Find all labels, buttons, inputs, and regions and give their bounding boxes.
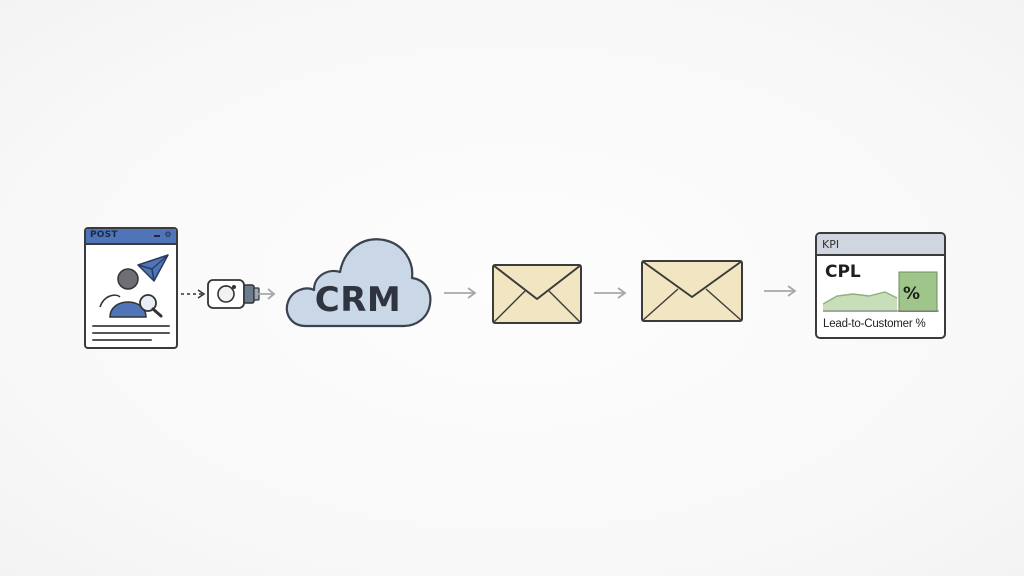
kpi-cpl-label: CPL xyxy=(825,262,861,282)
kpi-percent-label: % xyxy=(903,284,921,304)
post-settings-icon: ⚙ xyxy=(164,230,172,239)
kpi-footer-label: Lead-to-Customer % xyxy=(823,318,926,330)
flow-arrow xyxy=(256,288,276,300)
kpi-header-bar: KPI xyxy=(817,234,944,256)
post-header-bar: POST ⚙ xyxy=(86,229,176,245)
paper-plane-icon xyxy=(137,254,169,282)
magnifier-icon xyxy=(139,294,163,318)
social-post-card: POST ⚙ xyxy=(84,227,178,349)
post-menu-icon xyxy=(154,235,160,237)
post-title: POST xyxy=(90,230,118,240)
kpi-dashboard: KPI CPL % Lead-to-Customer % xyxy=(815,232,946,339)
email-envelope-icon xyxy=(492,264,582,324)
email-envelope-icon xyxy=(641,260,743,322)
person-icon xyxy=(99,268,147,318)
kpi-area-chart xyxy=(823,271,939,312)
post-illustration xyxy=(99,254,169,318)
flow-arrow xyxy=(594,287,627,299)
flow-arrow xyxy=(444,287,477,299)
crm-cloud: CRM xyxy=(284,232,432,330)
kpi-title: KPI xyxy=(822,238,840,251)
tracking-device-icon xyxy=(207,279,260,309)
dashed-arrow xyxy=(181,289,206,299)
flow-arrow xyxy=(764,285,797,297)
crm-label: CRM xyxy=(314,280,402,320)
post-text-lines xyxy=(92,325,172,346)
cloud-icon xyxy=(285,238,432,328)
